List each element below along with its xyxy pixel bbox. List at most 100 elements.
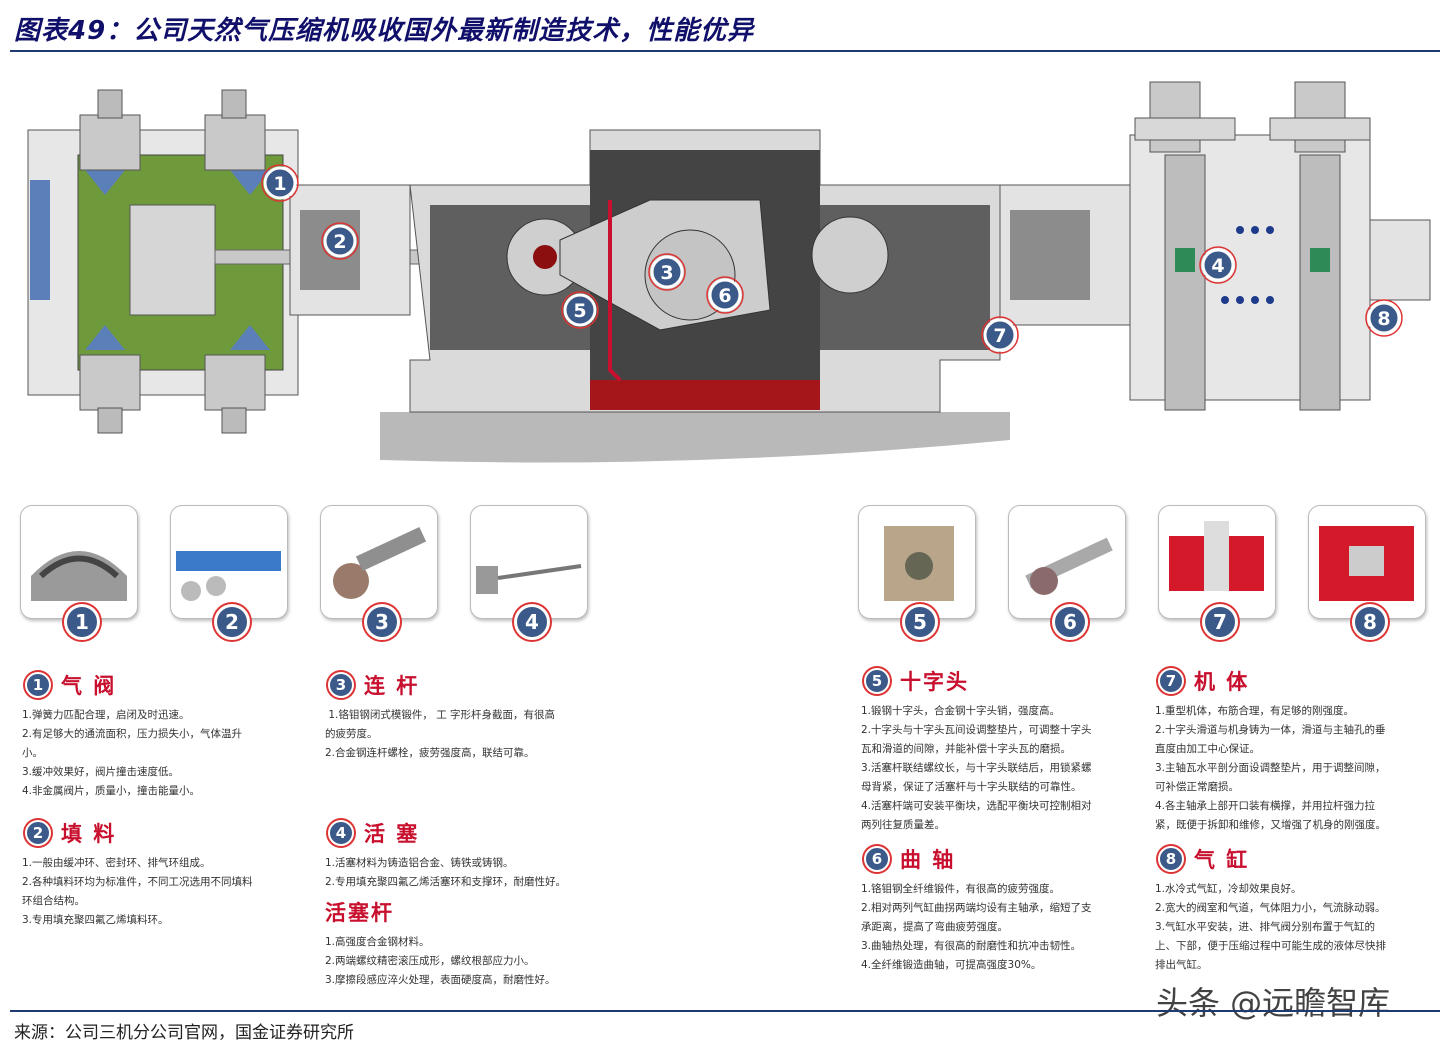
section-line: 4.活塞杆端可安装平衡块，选配平衡块可控制相对 — [861, 800, 1092, 812]
section-body: 1.铬钼钢全纤维锻件，有很高的疲劳强度。2.相对两列气缸曲拐两端均设有主轴承，缩… — [861, 880, 1151, 975]
section-line: 小。 — [22, 747, 43, 759]
diagram-badge-4 — [1201, 248, 1235, 282]
section-line: 3.专用填充聚四氟乙烯填料环。 — [22, 914, 169, 926]
section-line: 1.活塞材料为铸造铝合金、铸铁或铸钢。 — [325, 857, 514, 869]
section-header: 8 气 缸 — [1155, 844, 1440, 874]
diagram-badge-ring — [1199, 246, 1237, 284]
section-line: 2.宽大的阀室和气道，气体阻力小，气流脉动弱。 — [1155, 902, 1386, 914]
section-body: 1.铬钼钢闭式模锻件， 工 字形杆身截面，有很高的疲劳度。2.合金钢连杆螺栓，疲… — [325, 706, 615, 763]
section-line: 环组合结构。 — [22, 895, 85, 907]
section-number-badge: 5 — [864, 668, 890, 694]
section-line: 排出气缸。 — [1155, 959, 1208, 971]
source-note: 来源：公司三机分公司官网，国金证券研究所 — [14, 1023, 354, 1043]
section-line: 的疲劳度。 — [325, 728, 378, 740]
section-line: 母背紧，保证了活塞杆与十字头联结的可靠性。 — [861, 781, 1082, 793]
section-line: 1.铬钼钢闭式模锻件， 工 字形杆身截面，有很高 — [325, 709, 556, 721]
section-title: 气 阀 — [61, 674, 117, 698]
diagram-badge-ring — [648, 253, 686, 291]
section-header: 5 十字头 — [861, 666, 1151, 696]
section-crosshead: 5 十字头 1.锻钢十字头，合金钢十字头销，强度高。 2.十字头与十字头瓦间设调整垫片… — [861, 666, 1151, 835]
section-line: 3.缓冲效果好，阀片撞击速度低。 — [22, 766, 180, 778]
section-title: 填 料 — [61, 822, 117, 846]
packing-thumbnail — [170, 505, 288, 619]
section-line: 4.全纤维锻造曲轴，可提高强度30%。 — [861, 959, 1042, 971]
thumb-badge-6: 6 — [1052, 604, 1088, 640]
diagram-badge-label: 2 — [333, 231, 346, 253]
section-line: 3.气缸水平安装，进、排气阀分别布置于气缸的 — [1155, 921, 1376, 933]
section-line: 3.摩擦段感应淬火处理，表面硬度高，耐磨性好。 — [325, 974, 556, 986]
section-line: 上、下部，便于压缩过程中可能生成的液体尽快排 — [1155, 940, 1386, 952]
section-number-badge: 7 — [1158, 668, 1184, 694]
thumb-badge-8: 8 — [1352, 604, 1388, 640]
crankcase-frame — [409, 129, 1001, 413]
diagram-badge-3 — [650, 255, 684, 289]
thumb-badge-4: 4 — [514, 604, 550, 640]
section-line: 1.高强度合金钢材料。 — [325, 936, 430, 948]
section-line: 1.锻钢十字头，合金钢十字头销，强度高。 — [861, 705, 1061, 717]
section-line: 承距离，提高了弯曲疲劳强度。 — [861, 921, 1008, 933]
section-line: 2.十字头与十字头瓦间设调整垫片，可调整十字头 — [861, 724, 1092, 736]
section-line: 2.两端螺纹精密滚压成形，螺纹根部应力小。 — [325, 955, 535, 967]
thumb-badge-3: 3 — [364, 604, 400, 640]
section-line: 1.一般由缓冲环、密封环、排气环组成。 — [22, 857, 211, 869]
crankshaft-thumbnail — [1008, 505, 1126, 619]
crosshead-thumbnail — [858, 505, 976, 619]
section-line: 1.水冷式气缸，冷却效果良好。 — [1155, 883, 1302, 895]
section-line: 3.主轴瓦水平剖分面设调整垫片，用于调整间隙， — [1155, 762, 1386, 774]
title-rule — [10, 50, 1440, 52]
section-body: 1.活塞材料为铸造铝合金、铸铁或铸钢。 2.专用填充聚四氟乙烯活塞环和支撑环，耐磨… — [325, 854, 615, 892]
thumb-badge-5: 5 — [902, 604, 938, 640]
diagram-badge-1 — [263, 166, 297, 200]
figure-title: 图表49：公司天然气压缩机吸收国外最新制造技术，性能优异 — [14, 16, 755, 46]
right-cylinder — [1129, 81, 1431, 411]
diagram-badge-2 — [323, 224, 357, 258]
section-body: 1.一般由缓冲环、密封环、排气环组成。2.各种填料环均为标准件，不同工况选用不同… — [22, 854, 312, 930]
thumb-badge-1: 1 — [64, 604, 100, 640]
section-piston-rod: 活塞杆 1.高强度合金钢材料。 2.两端螺纹精密滚压成形，螺纹根部应力小。 3.摩擦段… — [325, 897, 615, 990]
diagram-badge-label: 4 — [1211, 255, 1224, 277]
connecting-rod-thumbnail — [320, 505, 438, 619]
diagram-badge-5 — [563, 293, 597, 327]
diagram-badge-label: 8 — [1377, 308, 1390, 330]
section-title: 气 缸 — [1194, 848, 1250, 872]
diagram-badge-ring — [981, 316, 1019, 354]
section-header: 7 机 体 — [1155, 666, 1440, 696]
section-title: 连 杆 — [364, 674, 420, 698]
section-line: 2.有足够大的通流面积，压力损失小，气体温升 — [22, 728, 243, 740]
diagram-badge-label: 6 — [718, 285, 731, 307]
section-body: 1.重型机体，布筋合理，有足够的刚强度。 2.十字头滑道与机身铸为一体，滑道与主轴… — [1155, 702, 1440, 835]
section-title: 机 体 — [1194, 670, 1250, 694]
thumb-badge-7: 7 — [1202, 604, 1238, 640]
section-body: 1.弹簧力匹配合理，启闭及时迅速。2.有足够大的通流面积，压力损失小，气体温升小… — [22, 706, 312, 801]
section-number-badge: 6 — [864, 846, 890, 872]
diagram-badge-6 — [708, 278, 742, 312]
section-line: 1.重型机体，布筋合理，有足够的刚强度。 — [1155, 705, 1355, 717]
diagram-badge-label: 5 — [573, 300, 586, 322]
section-body: 1.水冷式气缸，冷却效果良好。 2.宽大的阀室和气道，气体阻力小，气流脉动弱。 3.… — [1155, 880, 1440, 975]
diagram-badge-ring — [706, 276, 744, 314]
section-line: 2.专用填充聚四氟乙烯活塞环和支撑环，耐磨性好。 — [325, 876, 567, 888]
section-title: 十字头 — [900, 670, 969, 694]
section-line: 1.铬钼钢全纤维锻件，有很高的疲劳强度。 — [861, 883, 1061, 895]
diagram-badge-ring — [321, 222, 359, 260]
section-header: 活塞杆 — [325, 897, 615, 927]
section-line: 两列往复质量差。 — [861, 819, 945, 831]
section-number-badge: 8 — [1158, 846, 1184, 872]
section-number-badge: 4 — [328, 820, 354, 846]
watermark: 头条 @远瞻智库 — [1156, 984, 1391, 1022]
section-frame: 7 机 体 1.重型机体，布筋合理，有足够的刚强度。 2.十字头滑道与机身铸为一体，滑… — [1155, 666, 1440, 835]
section-line: 4.各主轴承上部开口装有横撑，并用拉杆强力拉 — [1155, 800, 1376, 812]
section-line: 2.十字头滑道与机身铸为一体，滑道与主轴孔的垂 — [1155, 724, 1386, 736]
